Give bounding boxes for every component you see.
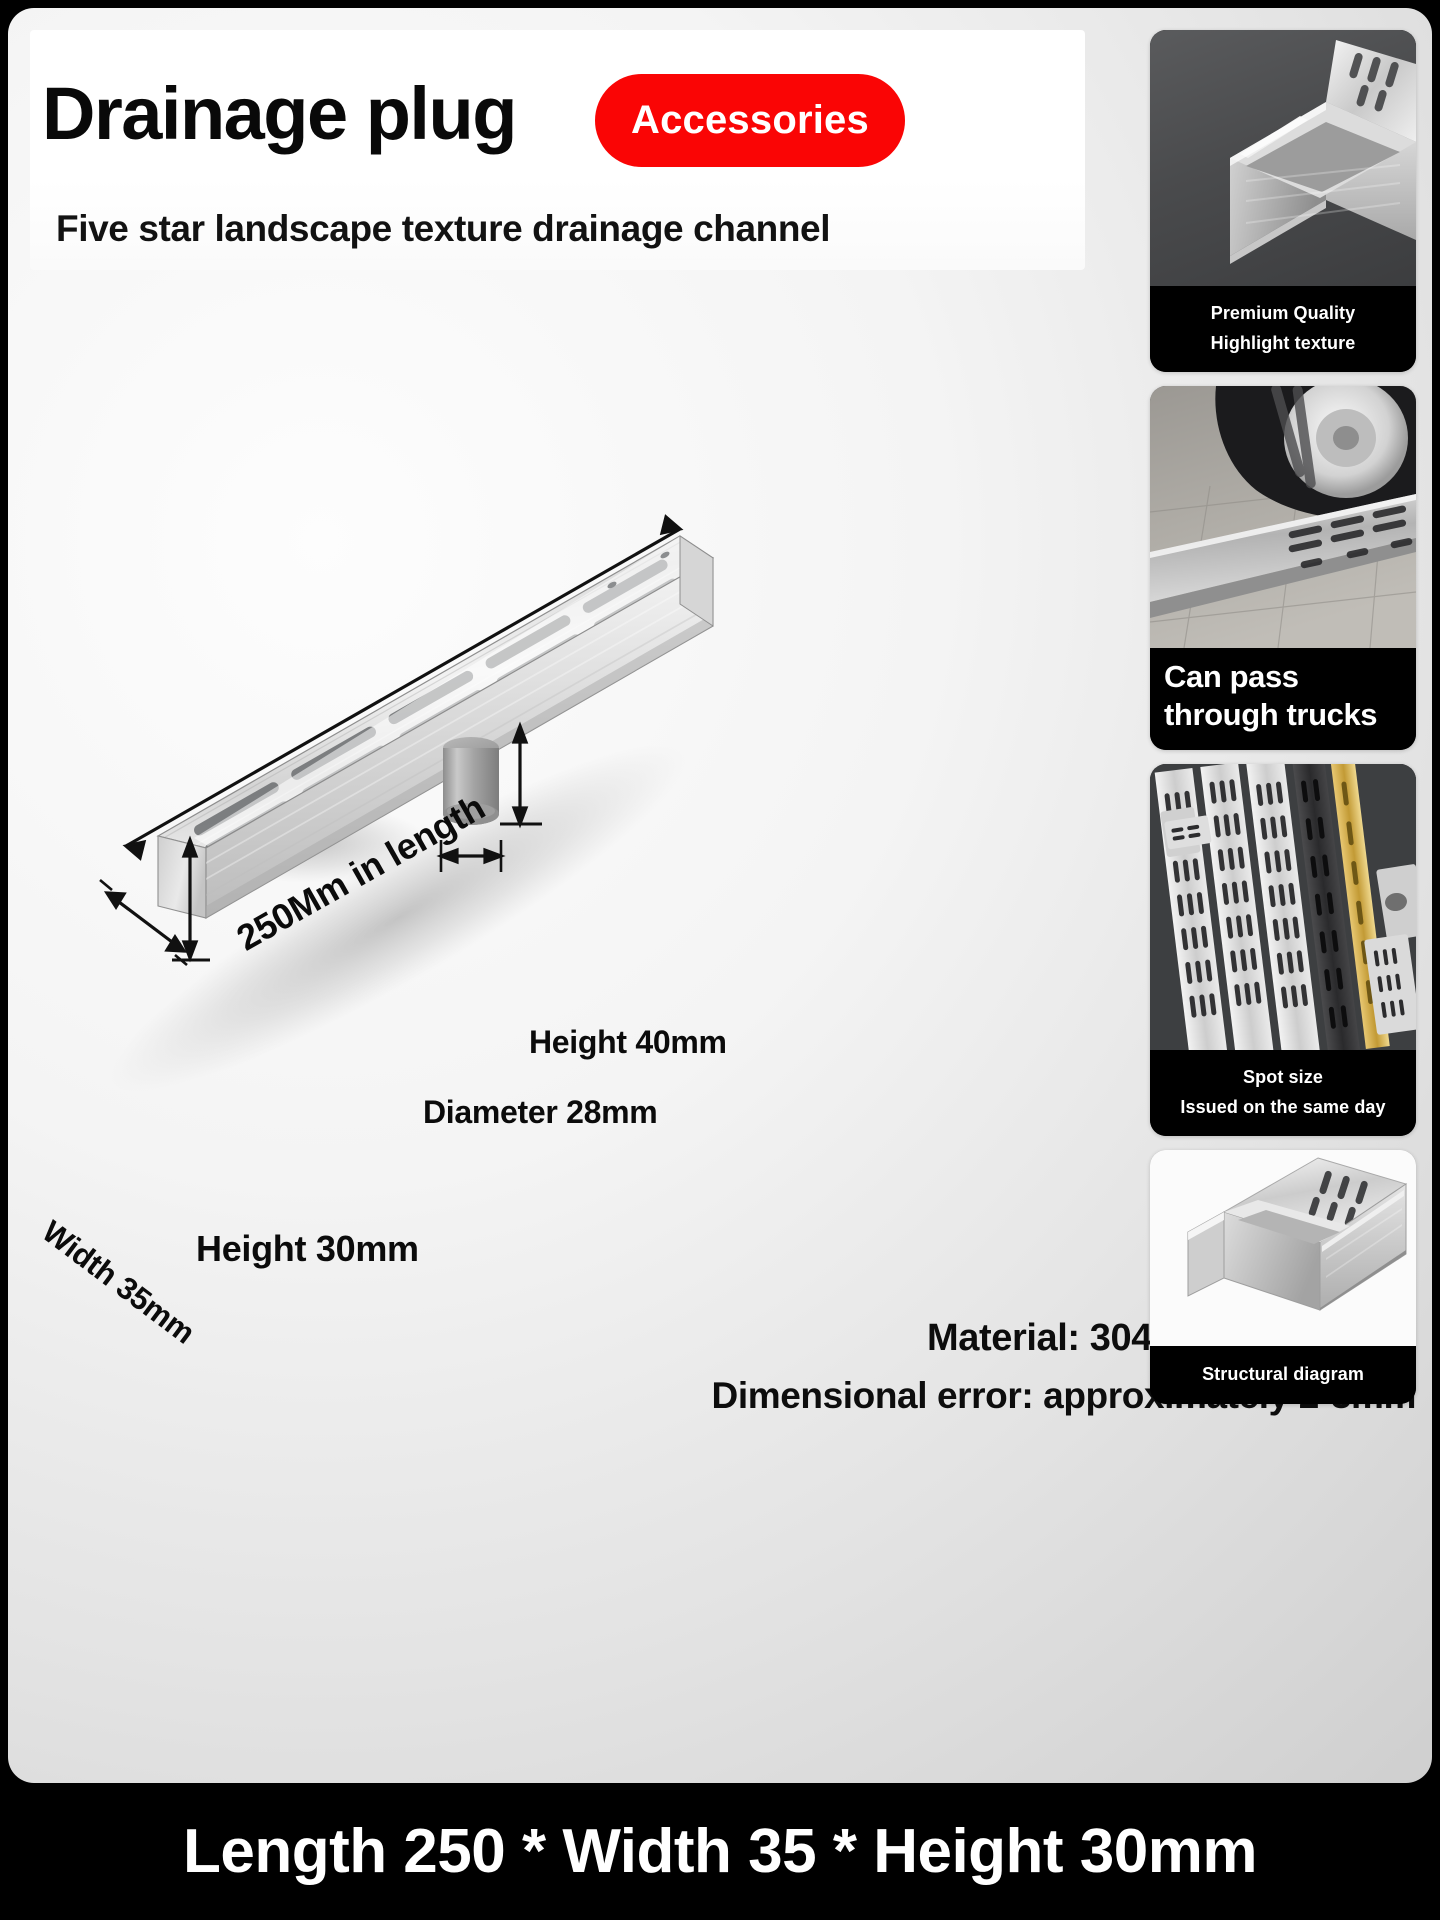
caption-line: through trucks	[1164, 697, 1378, 732]
dimension-label-diameter: Diameter 28mm	[423, 1094, 658, 1130]
dimension-label-height30: Height 30mm	[196, 1228, 419, 1269]
bottom-banner-text: Length 250 * Width 35 * Height 30mm	[182, 1817, 1258, 1886]
structural-diagram-photo	[1150, 1150, 1416, 1346]
page-subtitle: Five star landscape texture drainage cha…	[56, 208, 831, 249]
dimension-label-height40: Height 40mm	[529, 1024, 727, 1060]
accessories-badge: Accessories	[595, 74, 905, 167]
structural-diagram-caption: Structural diagram	[1150, 1346, 1416, 1404]
product-illustration: 250Mm in length Height 40mm Diameter 28m…	[8, 258, 888, 1438]
channel-closeup-illustration	[1230, 40, 1416, 264]
spot-size-caption: Spot size Issued on the same day	[1150, 1050, 1416, 1136]
pass-through-trucks-caption: Can pass through trucks	[1150, 648, 1416, 750]
poster-stage: Drainage plug Accessories Five star land…	[8, 8, 1432, 1783]
channel-structure-illustration	[1150, 1150, 1416, 1346]
truck-tire-photo	[1150, 386, 1416, 648]
page-title: Drainage plug	[42, 72, 517, 155]
bottom-banner: Length 250 * Width 35 * Height 30mm	[0, 1783, 1440, 1920]
stock-assortment-photo	[1150, 764, 1416, 1050]
feature-card-structural-diagram[interactable]: Structural diagram	[1150, 1150, 1416, 1404]
caption-line: Issued on the same day	[1180, 1097, 1386, 1117]
feature-card-list: Premium Quality Highlight texture	[1150, 30, 1416, 1418]
grate-assortment-illustration	[1150, 764, 1416, 1050]
caption-line: Structural diagram	[1202, 1364, 1364, 1384]
feature-card-pass-through-trucks[interactable]: Can pass through trucks	[1150, 386, 1416, 750]
premium-quality-photo	[1150, 30, 1416, 286]
caption-line: Premium Quality	[1210, 303, 1356, 323]
header: Drainage plug Accessories Five star land…	[30, 30, 1085, 270]
feature-card-premium-quality[interactable]: Premium Quality Highlight texture	[1150, 30, 1416, 372]
title-row: Drainage plug	[42, 68, 517, 160]
tire-on-drain-illustration	[1150, 386, 1416, 648]
premium-quality-caption: Premium Quality Highlight texture	[1150, 286, 1416, 372]
caption-line: Highlight texture	[1210, 333, 1356, 353]
feature-card-spot-size[interactable]: Spot size Issued on the same day	[1150, 764, 1416, 1136]
caption-line: Can pass	[1164, 659, 1299, 694]
caption-line: Spot size	[1243, 1067, 1323, 1087]
drainage-channel-drawing	[99, 514, 715, 1092]
